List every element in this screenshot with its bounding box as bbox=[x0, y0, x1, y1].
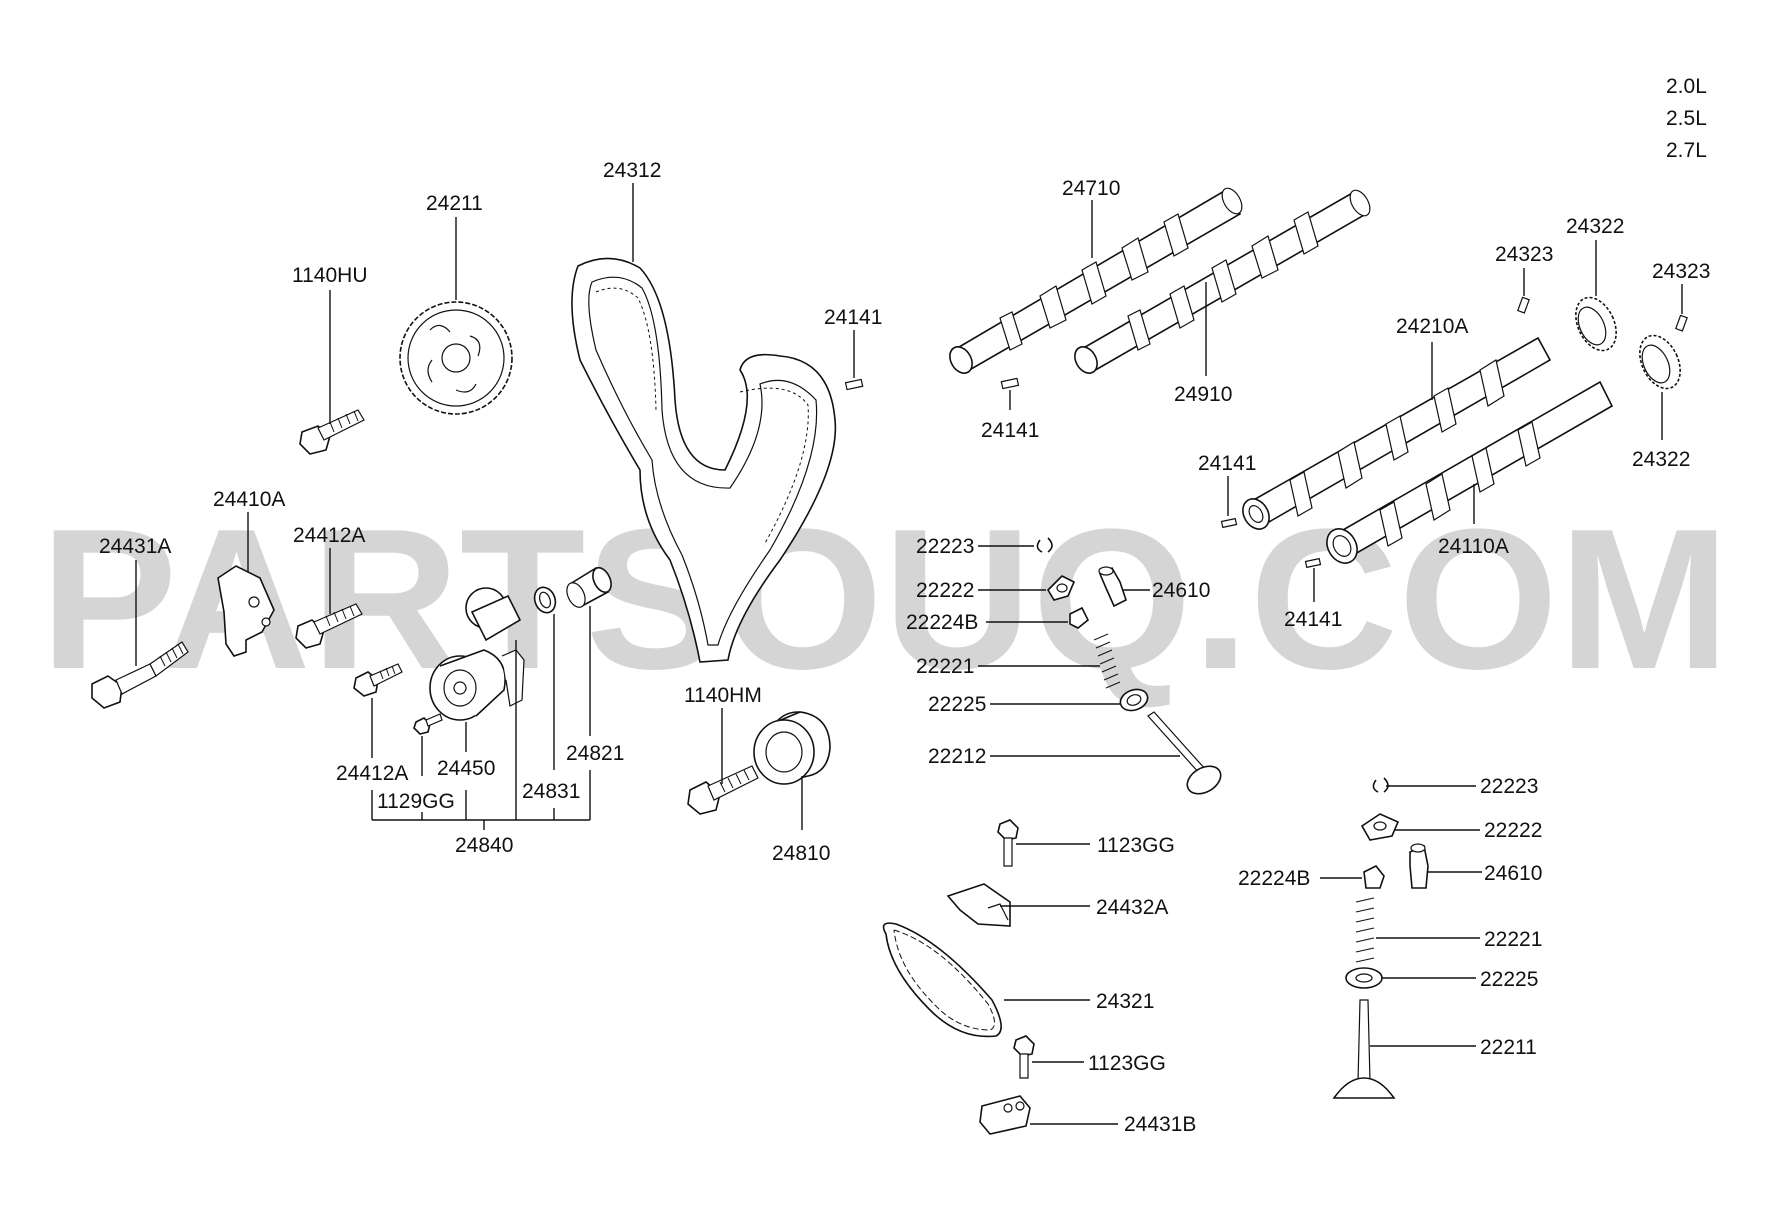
engine-variant-list: 2.0L 2.5L 2.7L bbox=[1666, 75, 1707, 162]
tensioner-arm bbox=[217, 565, 275, 657]
part-label-24141-cam-left: 24141 bbox=[981, 419, 1039, 442]
washer-inner bbox=[538, 591, 552, 609]
part-label-24141-right: 24141 bbox=[1284, 608, 1342, 631]
spring-seat bbox=[1345, 967, 1383, 989]
part-label-1123GG-bottom: 1123GG bbox=[1088, 1052, 1166, 1075]
part-label-24831: 24831 bbox=[522, 780, 580, 803]
part-label-22221-a: 22221 bbox=[916, 655, 974, 678]
part-label-22224B-a: 22224B bbox=[906, 611, 978, 634]
timing-belt bbox=[571, 257, 837, 663]
dowel-pin bbox=[1220, 517, 1238, 529]
part-label-24110A: 24110A bbox=[1438, 535, 1509, 558]
camshaft-exhaust-2 bbox=[1326, 380, 1614, 564]
dowel-pin bbox=[1304, 557, 1322, 569]
part-label-24821: 24821 bbox=[566, 742, 624, 765]
valve-seal bbox=[1046, 575, 1076, 601]
part-label-22212: 22212 bbox=[928, 745, 986, 768]
exhaust-valve bbox=[1147, 711, 1222, 795]
lash-adjuster bbox=[1363, 864, 1385, 889]
part-label-24323-left: 24323 bbox=[1495, 243, 1553, 266]
camshaft-intake bbox=[949, 187, 1243, 374]
cam-gear bbox=[1575, 296, 1617, 352]
part-label-22222-a: 22222 bbox=[916, 579, 974, 602]
part-label-22224B-b: 22224B bbox=[1238, 867, 1310, 890]
sleeve bbox=[566, 566, 612, 608]
hydraulic-lifter bbox=[1409, 843, 1429, 889]
part-label-24141: 24141 bbox=[824, 306, 882, 329]
dowel-pin bbox=[1000, 377, 1020, 390]
part-label-24312: 24312 bbox=[603, 159, 661, 182]
part-label-1129GG: 1129GG bbox=[377, 790, 455, 813]
part-label-22211: 22211 bbox=[1480, 1036, 1537, 1059]
part-label-22225-a: 22225 bbox=[928, 693, 986, 716]
cam-sprocket bbox=[399, 301, 513, 415]
bolt bbox=[413, 713, 443, 735]
part-label-22225-b: 22225 bbox=[1480, 968, 1538, 991]
part-label-24710: 24710 bbox=[1062, 177, 1120, 200]
bolt bbox=[353, 663, 403, 697]
engine-variant: 2.0L bbox=[1666, 75, 1707, 98]
part-label-24810: 24810 bbox=[772, 842, 830, 865]
part-label-24322-bottom: 24322 bbox=[1632, 448, 1690, 471]
engine-variant: 2.5L bbox=[1666, 107, 1707, 130]
camshaft-exhaust bbox=[1074, 189, 1371, 374]
tensioner-pulley bbox=[429, 587, 525, 721]
part-label-24322-top: 24322 bbox=[1566, 215, 1624, 238]
bolt bbox=[1013, 1035, 1035, 1079]
part-label-22221-b: 22221 bbox=[1484, 928, 1542, 951]
hydraulic-lifter bbox=[1098, 566, 1127, 608]
part-label-24412A-top: 24412A bbox=[293, 524, 365, 547]
part-label-1140HU: 1140HU bbox=[292, 264, 368, 287]
group-bracket bbox=[371, 640, 591, 830]
part-label-24210A: 24210A bbox=[1396, 315, 1468, 338]
bolt bbox=[997, 819, 1019, 867]
valve-seal bbox=[1360, 813, 1400, 841]
part-label-24211: 24211 bbox=[426, 192, 483, 215]
intake-valve bbox=[1332, 999, 1396, 1099]
chain-guide bbox=[946, 883, 1011, 927]
watermark: PARTSOUQ.COM bbox=[40, 488, 1730, 711]
part-label-24910: 24910 bbox=[1174, 383, 1232, 406]
part-label-24323-right: 24323 bbox=[1652, 260, 1710, 283]
idler-pulley bbox=[753, 711, 831, 785]
engine-variant: 2.7L bbox=[1666, 139, 1707, 162]
part-label-1123GG-top: 1123GG bbox=[1097, 834, 1175, 857]
valve-keeper bbox=[1036, 537, 1053, 553]
part-label-24610-a: 24610 bbox=[1152, 579, 1210, 602]
bolt bbox=[295, 603, 363, 649]
part-label-24432A: 24432A bbox=[1096, 896, 1168, 919]
part-label-22223-b: 22223 bbox=[1480, 775, 1538, 798]
part-label-1140HM: 1140HM bbox=[684, 684, 762, 707]
long-bolt bbox=[91, 641, 189, 709]
part-label-24450: 24450 bbox=[437, 757, 495, 780]
valve-spring bbox=[1355, 897, 1375, 963]
chain-tensioner bbox=[979, 1095, 1031, 1135]
camshaft-intake-2 bbox=[1242, 336, 1552, 530]
part-label-24410A: 24410A bbox=[213, 488, 285, 511]
part-label-24431B: 24431B bbox=[1124, 1113, 1196, 1136]
key bbox=[1517, 296, 1530, 314]
cam-gear bbox=[1639, 334, 1681, 390]
timing-chain bbox=[882, 922, 1002, 1038]
part-label-24840: 24840 bbox=[455, 834, 513, 857]
lash-adjuster bbox=[1069, 606, 1090, 629]
part-label-24141-mid: 24141 bbox=[1198, 452, 1256, 475]
dowel-pin bbox=[844, 378, 864, 391]
spring-seat bbox=[1119, 688, 1149, 712]
valve-spring bbox=[1093, 633, 1121, 689]
part-label-24610-b: 24610 bbox=[1484, 862, 1542, 885]
part-label-22222-b: 22222 bbox=[1484, 819, 1542, 842]
part-label-24412A-bottom: 24412A bbox=[336, 762, 408, 785]
part-label-24431A: 24431A bbox=[99, 535, 171, 558]
valve-keeper bbox=[1372, 777, 1389, 793]
part-label-24321: 24321 bbox=[1096, 990, 1154, 1013]
part-label-22223-a: 22223 bbox=[916, 535, 974, 558]
bolt bbox=[299, 409, 365, 455]
bolt bbox=[687, 765, 759, 815]
key bbox=[1675, 314, 1688, 332]
